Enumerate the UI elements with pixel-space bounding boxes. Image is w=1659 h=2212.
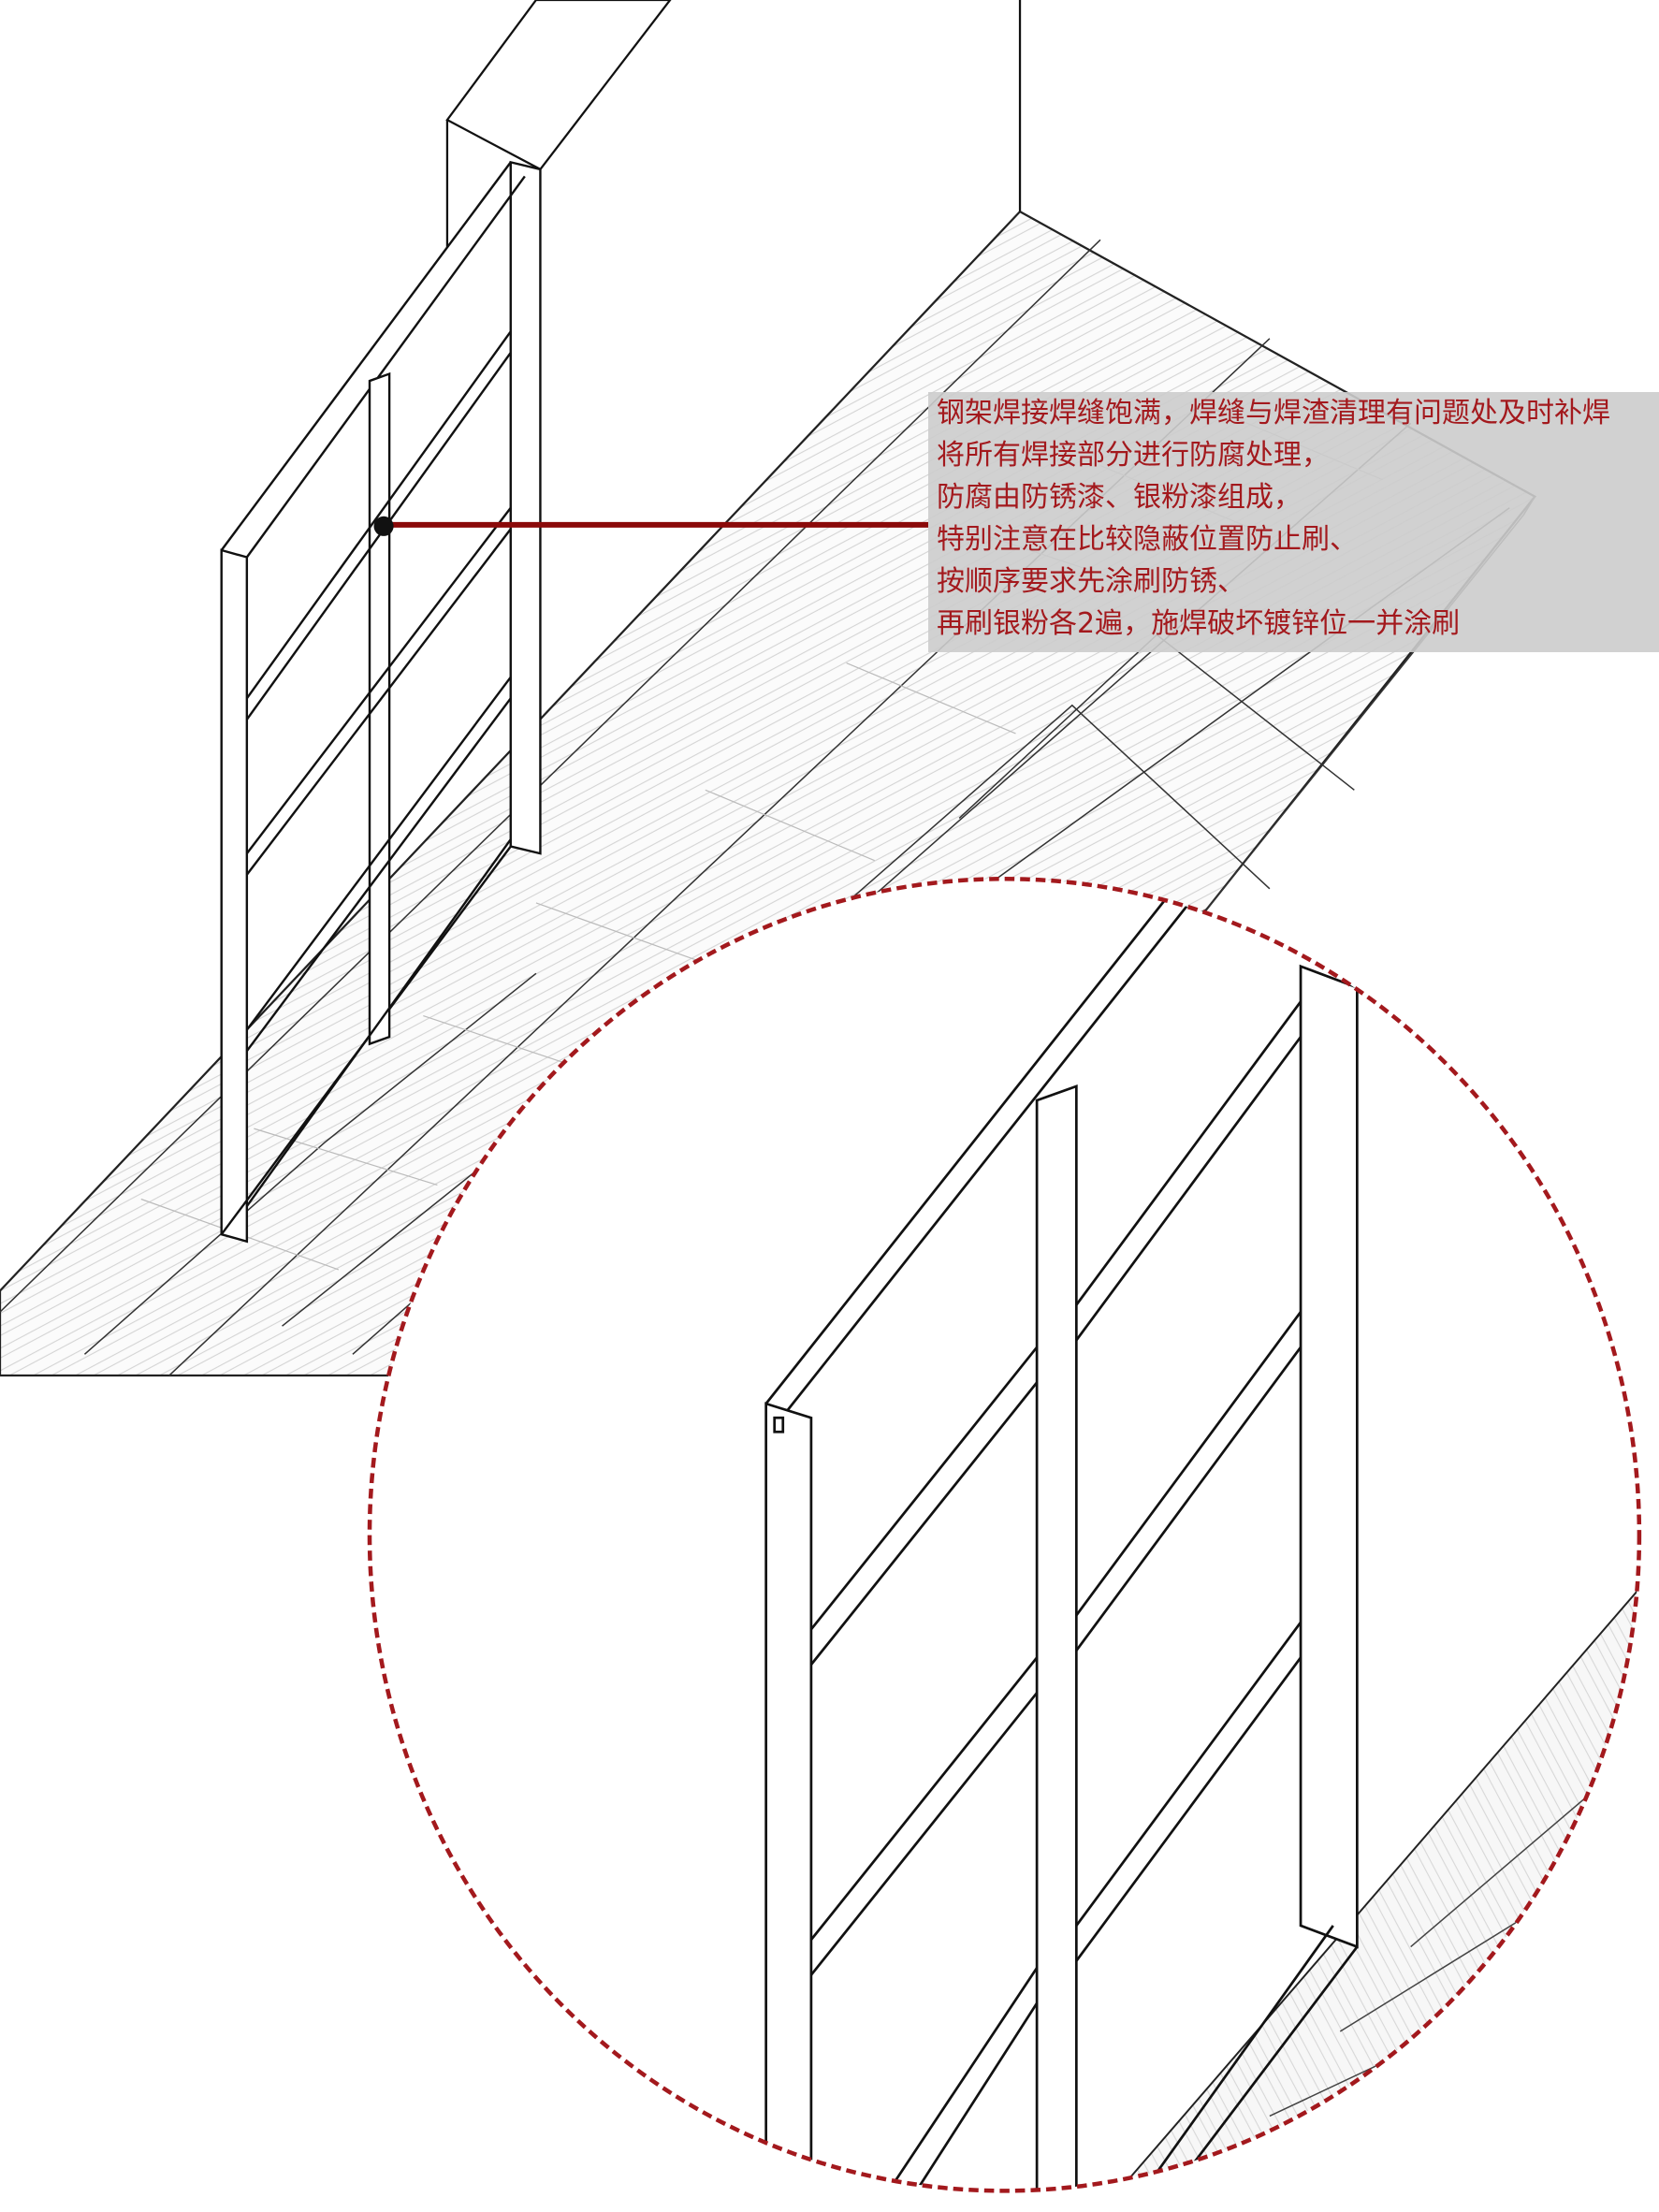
annotation-line: 特别注意在比较隐蔽位置防止刷、 — [937, 523, 1358, 556]
annotation-line: 防腐由防锈漆、银粉漆组成， — [937, 481, 1302, 514]
annotation-line: 按顺序要求先涂刷防锈、 — [937, 565, 1245, 598]
detail-magnifier — [367, 877, 1642, 2193]
annotation-line: 将所有焊接部分进行防腐处理， — [937, 439, 1330, 472]
wall — [445, 0, 1022, 247]
weld-point-marker — [373, 516, 394, 536]
annotation-line: 再刷银粉各2遍，施焊破坏镀锌位一并涂刷 — [937, 607, 1461, 640]
annotation-label: 钢架焊接焊缝饱满，焊缝与焊渣清理有问题处及时补焊 将所有焊接部分进行防腐处理， … — [928, 392, 1659, 652]
steel-frame — [220, 160, 542, 1244]
callout-leader — [373, 516, 929, 536]
annotation-line: 钢架焊接焊缝饱满，焊缝与焊渣清理有问题处及时补焊 — [937, 397, 1610, 429]
